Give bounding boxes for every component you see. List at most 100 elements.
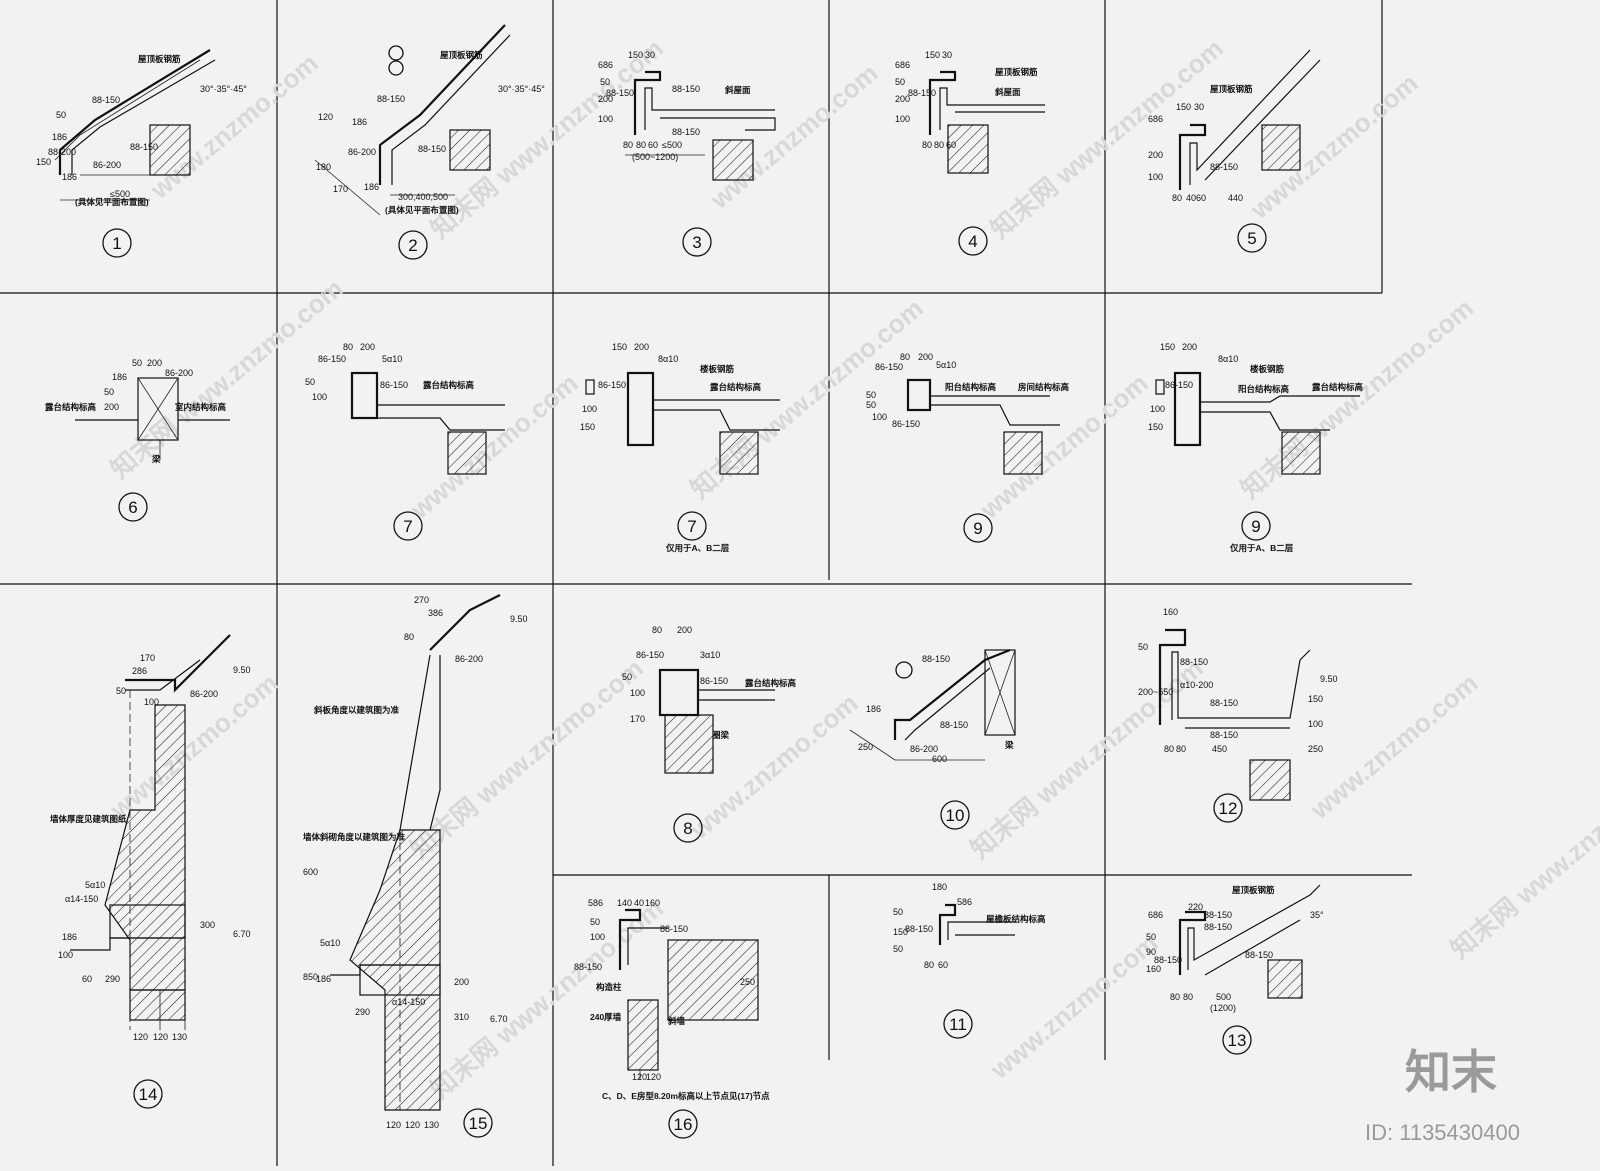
label: 86-200 <box>455 654 483 664</box>
dimension: 186 <box>112 372 127 382</box>
detail-number-bubble <box>1237 223 1267 253</box>
dimension: 130 <box>172 1032 187 1042</box>
dimension: 160 <box>1146 964 1161 974</box>
label: 88-150 <box>940 720 968 730</box>
detail-number: 11 <box>949 1015 967 1034</box>
dimension: 80 <box>623 140 633 150</box>
watermark-text: www.znzmo.com <box>704 58 884 216</box>
dimension: 686 <box>895 60 910 70</box>
brand-logo: 知末 <box>1405 1046 1497 1098</box>
dimension: 150 <box>893 927 908 937</box>
label: 梁 <box>151 454 161 464</box>
dimension: 150 <box>580 422 595 432</box>
dimension: 80 <box>1183 992 1193 1002</box>
dimension: 80 <box>1176 744 1186 754</box>
label: 露台结构标高 <box>710 382 762 392</box>
dimension: 100 <box>144 697 159 707</box>
detail-7a: 80 200 50 100 露台结构标高 86-150 86-150 5α10 … <box>305 342 505 541</box>
dimension: 120 <box>133 1032 148 1042</box>
label: (具体见平面布置图) <box>385 205 459 215</box>
label: 88-150 <box>574 962 602 972</box>
dimension: 30 <box>942 50 952 60</box>
label: 5α10 <box>382 354 402 364</box>
dimension: 80 <box>343 342 353 352</box>
watermark-text: 知末网 www.znzmo.com <box>1445 753 1600 965</box>
detail-number: 1 <box>112 234 121 253</box>
detail-number-bubble <box>668 1109 698 1139</box>
dimension: ≤500 <box>662 140 682 150</box>
label: 86-150 <box>380 380 408 390</box>
dimension: 200 <box>104 402 119 412</box>
label: 88-150 <box>1154 955 1182 965</box>
dimension: 80 <box>1172 193 1182 203</box>
dimension: 100 <box>58 950 73 960</box>
dimension: 300,400,500 <box>398 192 448 202</box>
dimension: 120 <box>632 1072 647 1082</box>
dimension: 170 <box>333 184 348 194</box>
detail-number-bubble <box>463 1108 493 1138</box>
detail-number-bubble <box>398 230 428 260</box>
dimension: 80 <box>636 140 646 150</box>
detail-2: 屋顶板钢筋 30°·35°·45° 88-150 86-200 88-150 (… <box>314 24 545 260</box>
detail-16: 586 140 40 160 50 100 250 120 120 88-150… <box>574 898 770 1139</box>
dimension: (1200) <box>1210 1003 1236 1013</box>
detail-number: 9 <box>1251 517 1260 536</box>
dimension: 160 <box>1163 607 1178 617</box>
detail-number-bubble <box>673 813 703 843</box>
dimension: 80 <box>1170 992 1180 1002</box>
label: 88-200 <box>48 147 76 157</box>
dimension: 290 <box>105 974 120 984</box>
label: 墙体斜砌角度以建筑图为准 <box>303 832 406 842</box>
label: 斜板角度以建筑图为准 <box>313 705 400 715</box>
dimension: 80 <box>924 960 934 970</box>
dimension: 80 <box>900 352 910 362</box>
label: 圈梁 <box>712 730 730 740</box>
detail-number-bubble <box>958 226 988 256</box>
label: 88-150 <box>1210 698 1238 708</box>
label: 斜屋面 <box>724 85 751 95</box>
dimension: 130 <box>424 1120 439 1130</box>
label: (500~1200) <box>632 152 678 162</box>
label: 86-150 <box>875 362 903 372</box>
dimension: 140 <box>617 898 632 908</box>
dimension: 50 <box>866 400 876 410</box>
dimension: 50 <box>893 944 903 954</box>
watermark-text: 知末网 www.znzmo.com <box>405 653 649 865</box>
dimension: 50 <box>600 77 610 87</box>
dimension: 220 <box>1188 902 1203 912</box>
label: 88-150 <box>908 88 936 98</box>
label: 仅用于A、B二层 <box>1229 543 1294 553</box>
dimension: 450 <box>1212 744 1227 754</box>
detail-5: 屋顶板钢筋 88-150 686 150 30 200 100 80 40 60… <box>1148 49 1321 253</box>
detail-number: 8 <box>683 819 692 838</box>
detail-number: 14 <box>139 1085 158 1104</box>
label: α14-150 <box>65 894 98 904</box>
dimension: 150 <box>628 50 643 60</box>
label: 8α10 <box>1218 354 1238 364</box>
label: 屋顶板钢筋 <box>995 67 1038 77</box>
dimension: 120 <box>405 1120 420 1130</box>
detail-number-bubble <box>118 492 148 522</box>
dimension: 186 <box>364 182 379 192</box>
label: 86-200 <box>93 160 121 170</box>
detail-12: 160 50 200~550 80 80 450 150 100 250 88-… <box>1138 607 1338 823</box>
label: 9.50 <box>510 614 528 624</box>
label: 88-150 <box>92 95 120 105</box>
dimension: 50 <box>1146 932 1156 942</box>
detail-number-bubble <box>963 513 993 543</box>
detail-9a: 80 200 50 50 100 阳台结构标高 房间结构标高 86-150 86… <box>866 352 1070 543</box>
dimension: 100 <box>630 688 645 698</box>
dimension: 80 <box>1164 744 1174 754</box>
label: 楼板钢筋 <box>700 364 735 374</box>
label: 88-150 <box>922 654 950 664</box>
dimension: 50 <box>116 686 126 696</box>
detail-number-bubble <box>943 1009 973 1039</box>
dimension: 50 <box>893 907 903 917</box>
detail-number: 7 <box>687 517 696 536</box>
dimension: 60 <box>946 140 956 150</box>
label: 屋顶板钢筋 <box>138 54 181 64</box>
dimension: 200 <box>360 342 375 352</box>
watermark-text: 知末网 www.znzmo.com <box>985 33 1229 245</box>
